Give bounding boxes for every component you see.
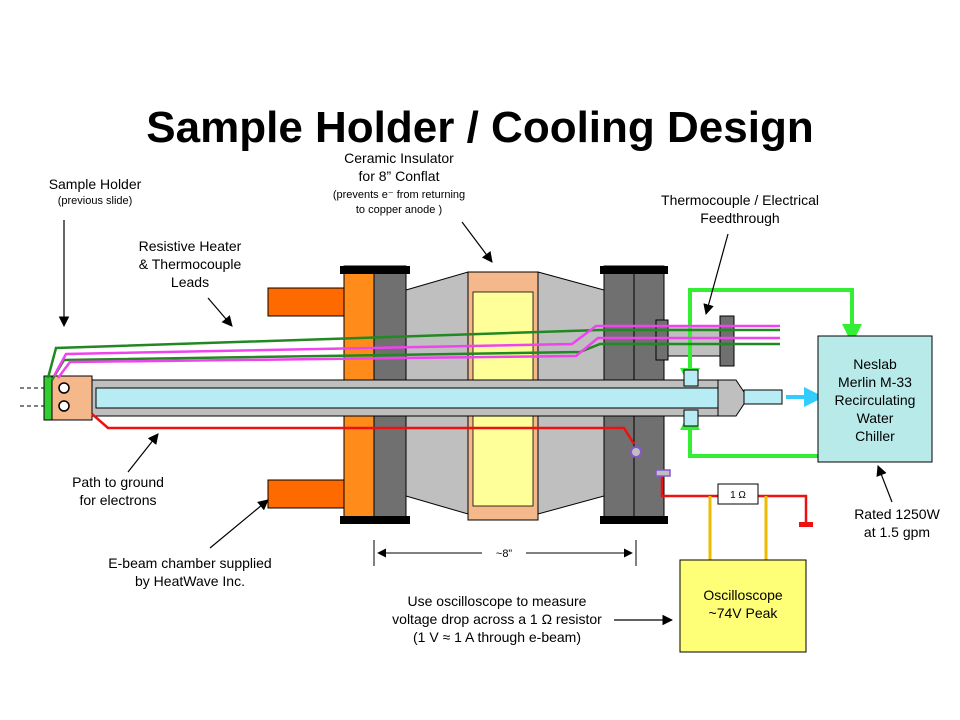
sample-holder-label: Sample Holder: [49, 176, 142, 192]
thermocouple-feedthrough: [655, 315, 735, 367]
chiller-text-2: Merlin M-33: [838, 374, 912, 390]
chiller-text-1: Neslab: [853, 356, 897, 372]
left-port-upper: [267, 287, 347, 317]
chamber-label-2: by HeatWave Inc.: [135, 573, 245, 589]
sample-holder: [20, 375, 93, 421]
oscilloscope-text-2: ~74V Peak: [709, 605, 779, 621]
oscilloscope-box: [679, 559, 807, 653]
dimension-label: ~8”: [496, 548, 513, 560]
scope-note-2: voltage drop across a 1 Ω resistor: [392, 611, 602, 627]
page-title: Sample Holder / Cooling Design: [146, 103, 813, 152]
heater-lead-upper: [52, 324, 780, 377]
chiller-box: [817, 335, 933, 463]
ground-label-2: for electrons: [79, 492, 156, 508]
feedthrough-label-2: Feedthrough: [700, 210, 779, 226]
ground-to-resistor: [660, 472, 718, 498]
ceramic-label-2: for 8” Conflat: [359, 168, 440, 184]
heater-label-1: Resistive Heater: [139, 238, 242, 254]
pointer-arrows: [58, 220, 893, 626]
rated-label-2: at 1.5 gpm: [864, 524, 930, 540]
chamber-label-1: E-beam chamber supplied: [108, 555, 271, 571]
heater-lead-lower: [57, 336, 780, 379]
feedthrough-label-1: Thermocouple / Electrical: [661, 192, 819, 208]
left-port-lower: [267, 479, 347, 509]
ground-label-1: Path to ground: [72, 474, 164, 490]
heater-label-3: Leads: [171, 274, 209, 290]
scope-note-3: (1 V ≈ 1 A through e-beam): [413, 629, 581, 645]
scope-note-1: Use oscilloscope to measure: [408, 593, 587, 609]
ground-path-wire: [91, 413, 636, 445]
resistor-to-ground: [758, 494, 808, 522]
rated-label-1: Rated 1250W: [854, 506, 940, 522]
heater-label-2: & Thermocouple: [139, 256, 242, 272]
ceramic-label-3: (prevents e⁻ from returning: [333, 189, 465, 201]
chiller-text-4: Water: [857, 410, 894, 426]
thermocouple-lead-upper: [46, 328, 780, 379]
oscilloscope-text-1: Oscilloscope: [703, 587, 783, 603]
resistor-box: [717, 483, 759, 505]
sample-holder-sublabel: (previous slide): [58, 195, 133, 207]
chiller-text-5: Chiller: [855, 428, 895, 444]
chiller-text-3: Recirculating: [835, 392, 916, 408]
ceramic-label-4: to copper anode ): [356, 204, 442, 216]
green-cooling-loop: [680, 288, 862, 458]
ceramic-label-1: Ceramic Insulator: [344, 150, 454, 166]
dimension-marker: ~8”: [373, 540, 637, 566]
resistor-label: 1 Ω: [730, 490, 746, 501]
